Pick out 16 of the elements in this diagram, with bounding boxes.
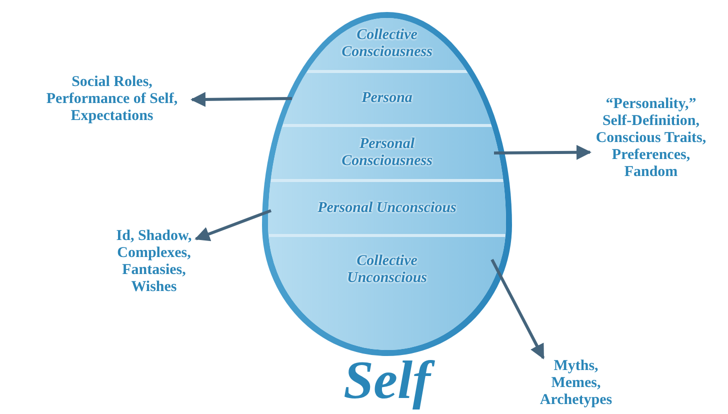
text-label: Myths, Memes, Archetypes: [530, 358, 622, 409]
layer-label: Personal Consciousness: [340, 136, 434, 170]
arrow: [490, 258, 545, 360]
layer-label: Collective Consciousness: [340, 27, 434, 61]
text-label: Social Roles, Performance of Self, Expectations: [32, 74, 192, 125]
egg-layer: [268, 182, 506, 234]
arrow: [190, 92, 292, 107]
arrow: [194, 209, 272, 242]
layer-label: Personal Unconscious: [318, 200, 456, 216]
node-label: Self: [262, 352, 512, 408]
egg-layer: [268, 127, 506, 179]
text-label: Id, Shadow, Complexes, Fantasies, Wishes: [112, 228, 196, 296]
layer-label: Persona: [362, 90, 412, 107]
layer-label: Collective Unconscious: [346, 253, 428, 287]
arrow: [494, 144, 592, 160]
text-label: “Personality,” Self-Definition, Conscious Traits, Preferences, Fandom: [590, 96, 712, 181]
